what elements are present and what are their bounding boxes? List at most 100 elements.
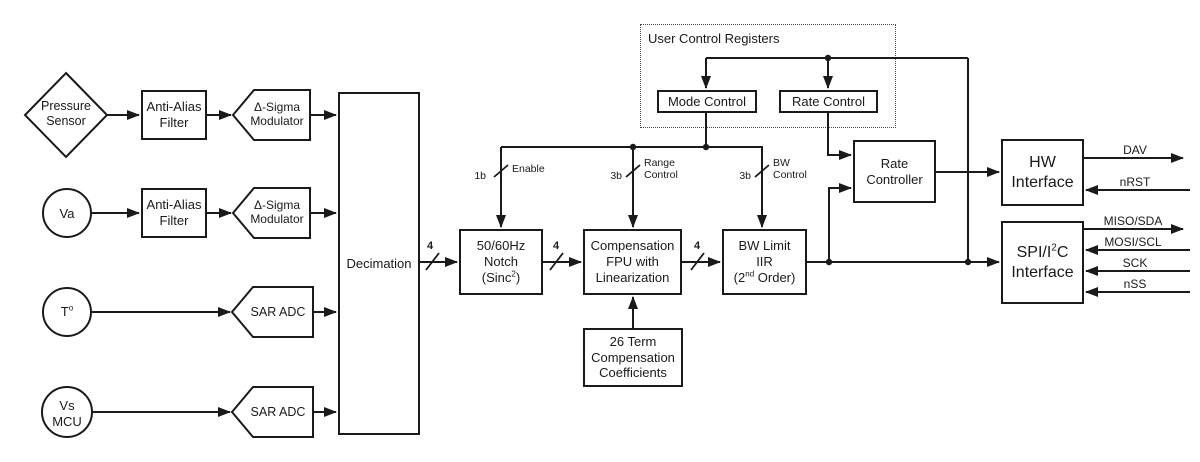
label-line: Linearization [595, 269, 670, 285]
label-line: Control [644, 169, 678, 182]
label-line: 26 Term [609, 333, 657, 349]
superscript: nd [745, 269, 755, 279]
label-line: Coefficients [599, 365, 667, 381]
label-line: FPU with [606, 254, 659, 270]
label-line: nSS [1123, 277, 1147, 291]
bus-slash-1 [425, 252, 440, 271]
label-line: Compensation [591, 349, 675, 365]
label-line: Enable [512, 163, 545, 175]
label-line: (2 [733, 269, 746, 285]
superscript: 2 [1051, 242, 1057, 254]
label-line: Compensation [590, 238, 675, 254]
label: Rate Control [792, 93, 865, 109]
label-line: 4 [552, 240, 560, 252]
label-line: IIR [756, 254, 773, 270]
label-line: T [60, 304, 69, 319]
bus-slash-bw [754, 164, 770, 178]
label-line: nRST [1119, 175, 1151, 189]
label-line: Interface [1011, 263, 1074, 281]
label-line: Filter [159, 213, 189, 228]
pressure-sensor-shape [23, 71, 109, 159]
label-line: 4 [426, 240, 434, 252]
label-line: Modulator [250, 114, 304, 129]
label-line: (Sinc [481, 269, 512, 285]
bus-slash-range [625, 164, 641, 178]
label-line: Controller [866, 171, 923, 187]
rate-control-register-block: Rate Control [779, 90, 878, 113]
bus-width-label-3b: 3b [598, 170, 622, 182]
bus-width-label-3b: 3b [727, 170, 751, 182]
user-control-registers-title: User Control Registers [648, 31, 780, 47]
label-line: Filter [159, 115, 189, 130]
label-line: Sensor [46, 114, 86, 128]
label-line: Order) [754, 269, 796, 285]
label-line: Control [773, 169, 807, 182]
user-control-registers-group [640, 24, 896, 128]
label: Decimation [346, 255, 412, 271]
bus-width-label-4: 4 [548, 240, 564, 253]
wire-datapath-to-ratectlr [828, 183, 852, 262]
label-line: BW Limit [738, 238, 791, 254]
label-line: SAR ADC [250, 405, 306, 419]
label-line: 3b [610, 170, 622, 182]
label-line: Notch [484, 254, 518, 270]
bus-slash-enable [493, 164, 509, 178]
label-line: Rate [880, 155, 909, 171]
junction-dot [824, 54, 832, 62]
label-line: MOSI/SCL [1104, 235, 1162, 249]
superscript: o [68, 303, 74, 313]
label-line: 50/60Hz [476, 238, 526, 254]
hw-interface-block: HW Interface [1001, 139, 1084, 206]
bus-slash-2 [549, 252, 564, 271]
label-line: SAR ADC [250, 305, 306, 319]
bus-width-label-4: 4 [689, 240, 705, 253]
miso-sda-pin-label: MISO/SDA [1085, 214, 1181, 228]
label-line: Vs [59, 398, 75, 413]
label: HW Interface [1011, 153, 1073, 193]
label-line: Range [644, 157, 675, 169]
bus-width-label-1b: 1b [462, 170, 486, 182]
label-line: MISO/SDA [1103, 214, 1163, 228]
superscript: 2 [511, 269, 516, 279]
label-line: Δ-Sigma [253, 198, 301, 212]
decimation-block: Decimation [338, 92, 420, 435]
enable-signal-label: Enable [512, 163, 545, 175]
bus-width-label-4: 4 [422, 240, 438, 253]
temperature-source-label: To [47, 304, 87, 320]
label-line: Interface [1011, 173, 1074, 191]
label-line: Modulator [250, 212, 304, 227]
label-line: Δ-Sigma [253, 100, 301, 114]
label-line: 1b [474, 170, 486, 182]
junction-dot [629, 143, 637, 151]
bus-slash-3 [690, 252, 705, 271]
label-line: HW [1029, 153, 1056, 171]
label-line: 3b [739, 170, 751, 182]
label-line: 4 [693, 240, 701, 252]
label-line: User Control Registers [648, 31, 780, 46]
label-line: SCK [1122, 256, 1148, 270]
label-line: BW [773, 157, 790, 169]
nrst-pin-label: nRST [1090, 175, 1180, 189]
mosi-scl-pin-label: MOSI/SCL [1085, 235, 1181, 249]
junction-dot [702, 143, 710, 151]
junction-dot [825, 258, 833, 266]
label-line: Anti-Alias [146, 99, 202, 115]
